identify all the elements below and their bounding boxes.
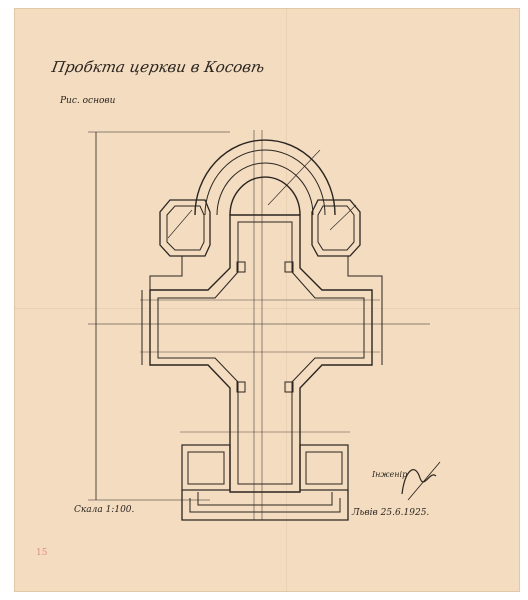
scale-note: Скала 1:100. — [74, 505, 135, 515]
engineer-label: Інженір — [372, 470, 408, 479]
archive-stamp: 15 — [36, 548, 48, 558]
fold-line-horizontal — [14, 308, 520, 309]
drawing-subtitle: Рис. основи — [60, 96, 116, 106]
date-note: Львів 25.6.1925. — [352, 508, 430, 518]
